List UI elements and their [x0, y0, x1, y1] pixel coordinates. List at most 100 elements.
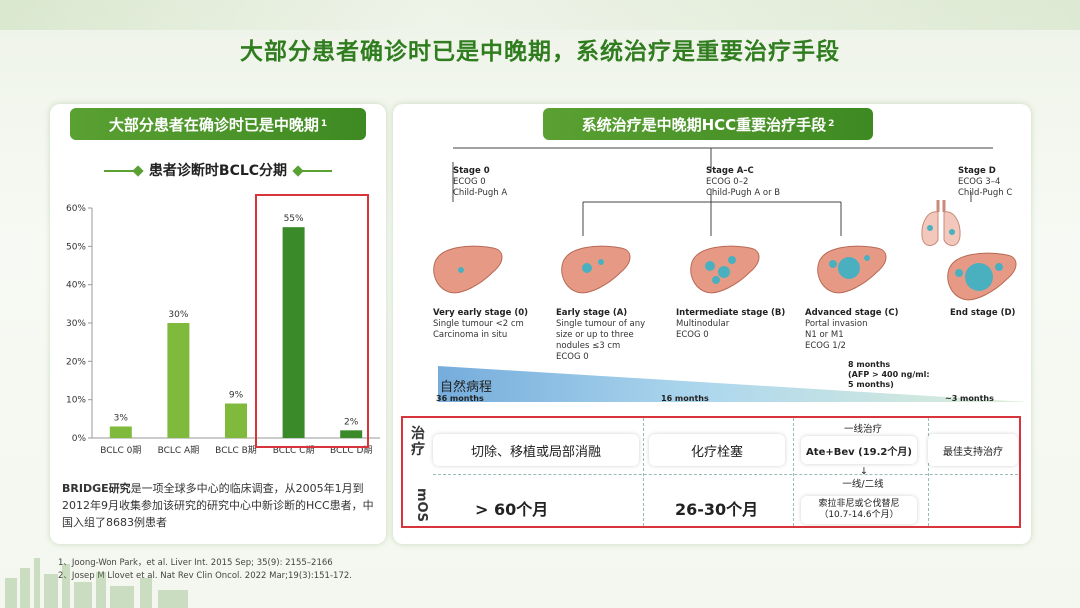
top-decoration: [0, 0, 1080, 30]
note-bold: BRIDGE研究: [62, 482, 131, 495]
treatment-ate-bev: Ate+Bev (19.2个月): [801, 436, 917, 464]
x-tick-label: BCLC D期: [330, 445, 372, 456]
stage-a-d2: size or up to three: [556, 330, 634, 340]
group-stage-d: Stage D ECOG 3–4 Child-Pugh C: [958, 166, 1012, 199]
group-stage-d-l1: ECOG 3–4: [958, 177, 1001, 187]
natural-course-label: 自然病程: [440, 380, 493, 395]
divider-3: [928, 418, 929, 526]
group-stage-0: Stage 0 ECOG 0 Child-Pugh A: [453, 166, 507, 199]
bar-value-label: 9%: [229, 391, 244, 401]
stage-b-d2: ECOG 0: [676, 330, 709, 340]
liver-icon-stage-d: [947, 252, 1017, 301]
treatment-sorafenib-b: （10.7-14.6个月）: [819, 510, 899, 520]
y-tick-label: 50%: [66, 242, 86, 252]
bridge-study-note: BRIDGE研究是一项全球多中心的临床调查，从2005年1月到2012年9月收集…: [62, 480, 378, 531]
arrow-down-icon: ↓: [860, 466, 868, 477]
bar-5: [340, 430, 363, 438]
chart-subtitle-row: 患者诊断时BCLC分期: [50, 160, 386, 180]
stage-d-desc: End stage (D): [950, 308, 1015, 319]
treatment-mos-table: [401, 416, 1021, 528]
bar-value-label: 2%: [344, 417, 359, 427]
stage-tree-lines: [452, 147, 993, 236]
line12-label: 一线/二线: [842, 479, 884, 490]
treatment-sorafenib-a: 索拉非尼或仑伐替尼: [818, 499, 900, 509]
bar-4: [282, 227, 305, 438]
group-stage-ac-title: Stage A–C: [706, 166, 754, 176]
row-divider: [433, 474, 1018, 475]
bar-value-label: 3%: [114, 414, 129, 424]
survival-8-a: 8 months: [848, 360, 891, 369]
highlight-box-c-d: [255, 194, 369, 448]
treatment-tace: 化疗栓塞: [649, 434, 785, 466]
row-label-treatment: 治疗: [411, 426, 425, 458]
y-tick-label: 20%: [66, 357, 86, 367]
treatment-best-support: 最佳支持治疗: [928, 434, 1018, 466]
city-skyline-decoration: [5, 558, 188, 608]
stage-a-name: Early stage (A): [556, 308, 628, 318]
group-stage-ac-l1: ECOG 0–2: [706, 177, 749, 187]
chart-subtitle: 患者诊断时BCLC分期: [148, 163, 288, 179]
liver-icon-stage-c: [817, 245, 887, 294]
treatment-sorafenib: 索拉非尼或仑伐替尼 （10.7-14.6个月）: [801, 496, 917, 524]
group-stage-ac-l2: Child-Pugh A or B: [706, 188, 781, 198]
bar-value-label: 55%: [284, 214, 304, 224]
stage-a-d1: Single tumour of any: [556, 319, 646, 329]
survival-3: ~3 months: [945, 394, 994, 403]
stage-c-d2: N1 or M1: [805, 330, 844, 340]
stage-d-name: End stage (D): [950, 308, 1016, 318]
survival-8: 8 months (AFP > 400 ng/ml: 5 months): [848, 360, 930, 390]
group-stage-0-title: Stage 0: [453, 166, 490, 176]
stage-c-desc: Advanced stage (C) Portal invasion N1 or…: [805, 308, 899, 352]
row-label-mos: mOS: [414, 488, 429, 522]
y-tick-label: 30%: [66, 319, 86, 329]
x-tick-label: BCLC B期: [215, 445, 257, 456]
group-stage-0-l1: ECOG 0: [453, 177, 486, 187]
liver-icon-stage-b: [690, 245, 760, 294]
mos-early: > 60个月: [475, 500, 549, 519]
stage-a-d3: nodules ≤3 cm: [556, 341, 621, 351]
divider-1: [643, 418, 644, 526]
stage-c-d1: Portal invasion: [805, 319, 868, 329]
left-panel-header-sup: 1: [320, 119, 328, 129]
group-stage-ac: Stage A–C ECOG 0–2 Child-Pugh A or B: [706, 166, 780, 199]
subtitle-right-line: [292, 165, 332, 177]
bar-value-label: 30%: [168, 310, 188, 320]
lungs-icon: [921, 200, 961, 246]
liver-icon-stage-0: [433, 245, 503, 294]
y-tick-label: 0%: [72, 434, 87, 444]
mos-intermediate: 26-30个月: [675, 500, 759, 519]
stage-b-name: Intermediate stage (B): [676, 308, 786, 318]
y-tick-label: 40%: [66, 281, 86, 291]
left-panel-header-text: 大部分患者在确诊时已是中晚期: [108, 115, 319, 134]
natural-course-band: [438, 366, 1028, 402]
stage-c-name: Advanced stage (C): [805, 308, 899, 318]
stage-b-desc: Intermediate stage (B) Multinodular ECOG…: [676, 308, 785, 341]
x-tick-label: BCLC C期: [273, 445, 315, 456]
liver-icon-stage-a: [561, 245, 631, 294]
stage-0-d2: Carcinoma in situ: [433, 330, 508, 340]
group-stage-d-title: Stage D: [958, 166, 996, 176]
survival-8-b: (AFP > 400 ng/ml:: [848, 370, 930, 379]
stage-a-desc: Early stage (A) Single tumour of any siz…: [556, 308, 645, 363]
subtitle-left-line: [104, 165, 144, 177]
y-tick-label: 60%: [66, 204, 86, 214]
y-tick-label: 10%: [66, 396, 86, 406]
stage-0-d1: Single tumour <2 cm: [433, 319, 524, 329]
survival-36: 36 months: [436, 394, 484, 403]
survival-8-c: 5 months): [848, 380, 894, 389]
stage-b-d1: Multinodular: [676, 319, 730, 329]
x-tick-label: BCLC 0期: [100, 445, 141, 456]
stage-0-desc: Very early stage (0) Single tumour <2 cm…: [433, 308, 528, 341]
stage-0-name: Very early stage (0): [433, 308, 529, 318]
bar-2: [167, 323, 190, 438]
bar-3: [225, 403, 247, 438]
group-stage-d-l2: Child-Pugh C: [958, 188, 1013, 198]
page-title: 大部分患者确诊时已是中晚期，系统治疗是重要治疗手段: [240, 39, 840, 65]
reference-2: 2、Josep M Llovet et al. Nat Rev Clin Onc…: [58, 571, 352, 581]
reference-1: 1、Joong-Won Park，et al. Liver Int. 2015 …: [58, 558, 333, 568]
